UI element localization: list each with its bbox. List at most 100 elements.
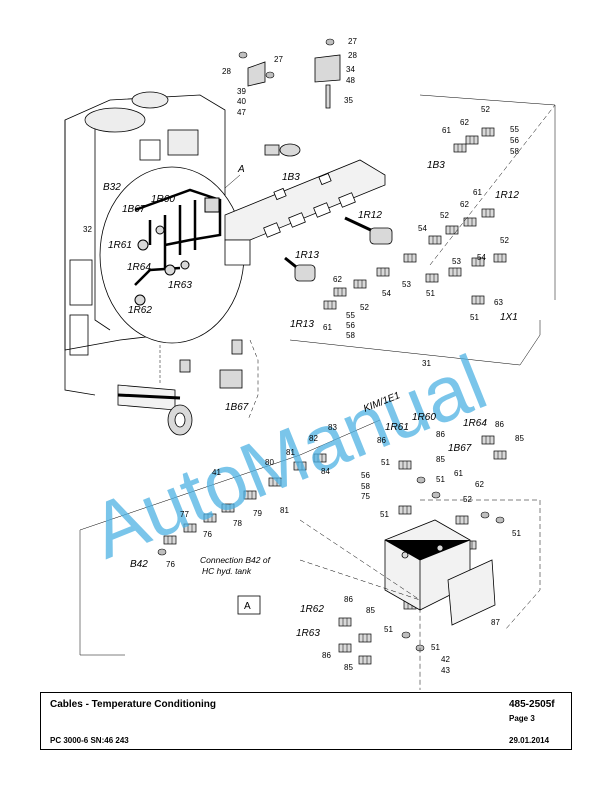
callout: 58 xyxy=(510,147,519,156)
callout: 62 xyxy=(475,480,484,489)
callout: 62 xyxy=(460,118,469,127)
connection-note-line1: Connection B42 of xyxy=(200,555,272,565)
callout: 27 xyxy=(274,55,283,64)
sensor-harness xyxy=(134,188,222,306)
callout: 86 xyxy=(436,430,445,439)
callout: 51 xyxy=(436,475,445,484)
sensor-1r12 xyxy=(344,216,393,245)
document-number: 485-2505f xyxy=(509,699,555,710)
tag-1r13: 1R13 xyxy=(295,250,319,261)
title-block: Cables - Temperature Conditioning 485-25… xyxy=(40,692,572,750)
callout: 52 xyxy=(500,236,509,245)
callout: 51 xyxy=(426,289,435,298)
callout: 56 xyxy=(346,321,355,330)
document-date: 29.01.2014 xyxy=(509,736,550,745)
callout: 80 xyxy=(265,458,274,467)
callout: 53 xyxy=(452,257,461,266)
tag-1x1: 1X1 xyxy=(500,312,518,323)
callout: 85 xyxy=(344,663,353,672)
callout: 51 xyxy=(380,510,389,519)
tag-1b67: 1B67 xyxy=(122,204,146,215)
leader-lines xyxy=(79,94,556,690)
callout: 28 xyxy=(222,67,231,76)
connection-note-line2: HC hyd. tank xyxy=(202,566,252,576)
callouts: 27 28 39 40 47 27 28 34 48 35 52 61 62 5… xyxy=(83,37,524,675)
tag-1r62-box: 1R62 xyxy=(300,604,324,615)
junction-1b67 xyxy=(179,339,243,389)
tag-1r61-box: 1R61 xyxy=(385,422,409,433)
callout: 62 xyxy=(460,200,469,209)
callout: 81 xyxy=(280,506,289,515)
callout: 35 xyxy=(344,96,353,105)
callout: 86 xyxy=(322,651,331,660)
callout: 41 xyxy=(212,468,221,477)
callout: 82 xyxy=(309,434,318,443)
clamp-parts xyxy=(247,54,341,109)
callout: 81 xyxy=(286,448,295,457)
callout: 31 xyxy=(422,359,431,368)
callout: 52 xyxy=(440,211,449,220)
callout: 87 xyxy=(491,618,500,627)
document-title: Cables - Temperature Conditioning xyxy=(50,699,216,710)
callout: 51 xyxy=(384,625,393,634)
callout: 76 xyxy=(203,530,212,539)
callout: 75 xyxy=(361,492,370,501)
callout: 54 xyxy=(477,253,486,262)
tag-1r63: 1R63 xyxy=(168,280,192,291)
callout: 40 xyxy=(237,97,246,106)
callout: 62 xyxy=(333,275,342,284)
tag-1b67-box: 1B67 xyxy=(448,443,472,454)
callout: 85 xyxy=(436,455,445,464)
callout: 61 xyxy=(323,323,332,332)
machine-body xyxy=(64,91,245,396)
view-marker-a-box: A xyxy=(244,601,251,612)
callout: 52 xyxy=(481,105,490,114)
callout: 51 xyxy=(381,458,390,467)
callout: 34 xyxy=(346,65,355,74)
tag-1r13-detail: 1R13 xyxy=(290,319,314,330)
tag-1r64-box: 1R64 xyxy=(463,418,487,429)
callout: 86 xyxy=(344,595,353,604)
callout: 83 xyxy=(328,423,337,432)
tag-1r64: 1R64 xyxy=(127,262,151,273)
callout: 51 xyxy=(431,643,440,652)
tag-1b3-detail: 1B3 xyxy=(427,160,445,171)
callout: 63 xyxy=(494,298,503,307)
tag-1b67-heater: 1B67 xyxy=(225,402,249,413)
tag-1r12-detail: 1R12 xyxy=(495,190,519,201)
callout: 76 xyxy=(166,560,175,569)
tag-1r62: 1R62 xyxy=(128,305,152,316)
callout: 27 xyxy=(348,37,357,46)
exploded-parts-diagram: AutoManual B32 1B67 1R60 1R61 1R64 1R63 … xyxy=(64,37,556,690)
callout: 54 xyxy=(382,289,391,298)
tag-1r60: 1R60 xyxy=(151,194,175,205)
callout: 47 xyxy=(237,108,246,117)
pipe-manifold xyxy=(224,143,386,266)
callout: 52 xyxy=(463,495,472,504)
callout: 53 xyxy=(402,280,411,289)
tag-1r60-box: 1R60 xyxy=(412,412,436,423)
callout: 77 xyxy=(180,510,189,519)
view-marker-a: A xyxy=(237,164,245,175)
sensor-1r13 xyxy=(284,256,316,282)
tag-b32: B32 xyxy=(103,182,121,193)
callout: 78 xyxy=(233,519,242,528)
terminal-box xyxy=(384,519,496,626)
callout: 48 xyxy=(346,76,355,85)
callout: 52 xyxy=(360,303,369,312)
callout: 79 xyxy=(253,509,262,518)
callout: 61 xyxy=(442,126,451,135)
callout: 55 xyxy=(510,125,519,134)
callout: 56 xyxy=(361,471,370,480)
callout: 54 xyxy=(418,224,427,233)
page-number: Page 3 xyxy=(509,714,535,723)
callout: 56 xyxy=(510,136,519,145)
callout: 32 xyxy=(83,225,92,234)
tag-1r63-box: 1R63 xyxy=(296,628,320,639)
callout: 51 xyxy=(512,529,521,538)
callout: 39 xyxy=(237,87,246,96)
tag-b42: B42 xyxy=(130,559,148,570)
tag-1b3: 1B3 xyxy=(282,172,300,183)
callout: 51 xyxy=(470,313,479,322)
callout: 86 xyxy=(495,420,504,429)
